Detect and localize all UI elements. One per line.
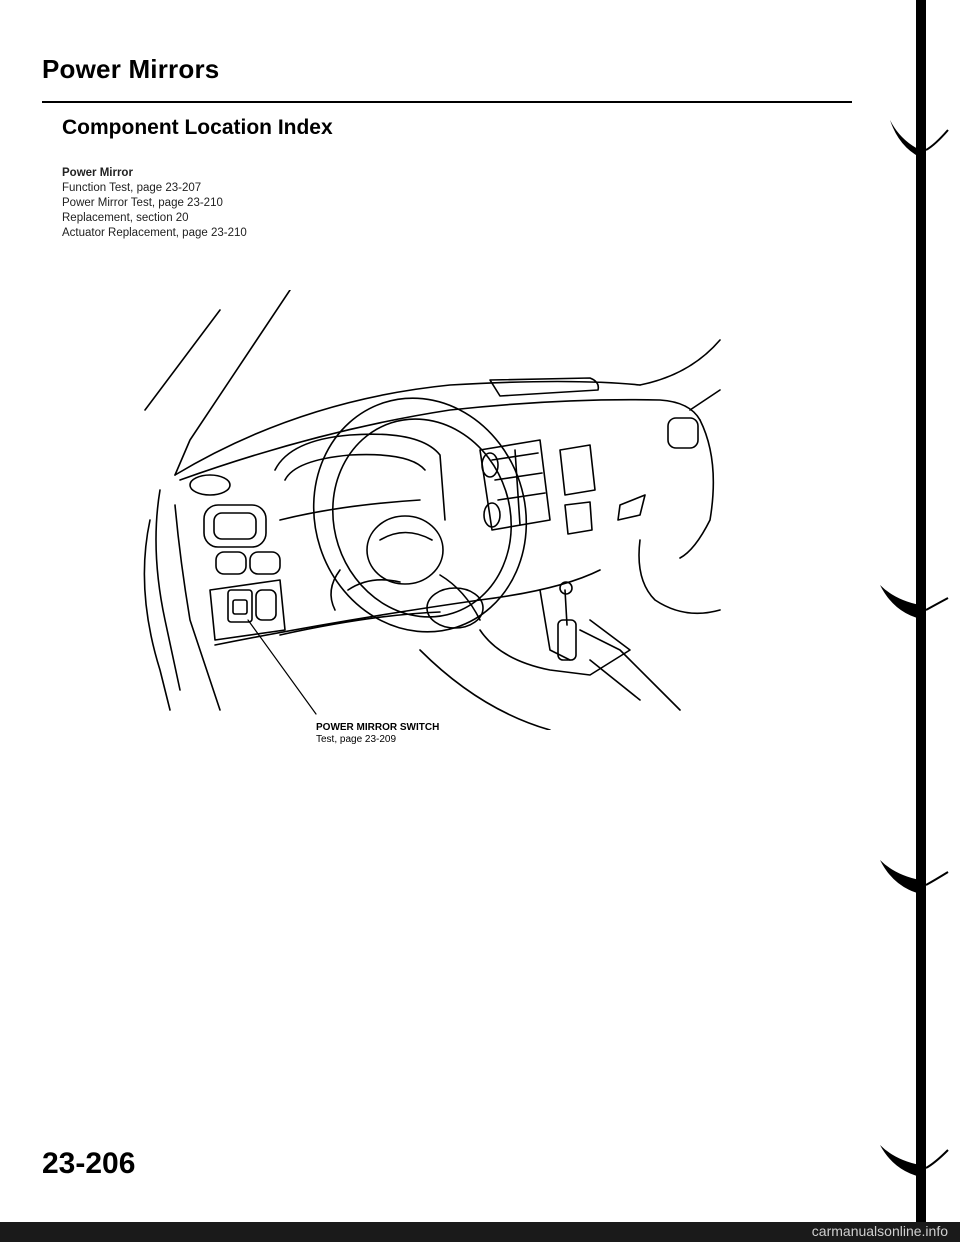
component-name: Power Mirror: [62, 167, 133, 179]
component-reference-list: Power Mirror Function Test, page 23-207 …: [62, 166, 247, 241]
callout-name: POWER MIRROR SWITCH: [316, 722, 440, 733]
section-title: Component Location Index: [62, 116, 333, 139]
binding-tab-marks: [880, 0, 949, 1222]
ref-function-test: Function Test, page 23-207: [62, 182, 202, 194]
ref-power-mirror-test: Power Mirror Test, page 23-210: [62, 197, 223, 209]
page-title: Power Mirrors: [42, 54, 220, 84]
page-number: 23-206: [42, 1147, 136, 1180]
callout-ref: Test, page 23-209: [316, 734, 397, 745]
footer-bar: [0, 1222, 960, 1242]
callout-power-mirror-switch: POWER MIRROR SWITCH Test, page 23-209: [316, 722, 439, 746]
ref-replacement: Replacement, section 20: [62, 212, 189, 224]
dashboard-illustration: [143, 290, 721, 730]
title-rule: [42, 101, 852, 103]
ref-actuator-replacement: Actuator Replacement, page 23-210: [62, 227, 247, 239]
watermark: carmanualsonline.info: [811, 1223, 948, 1239]
